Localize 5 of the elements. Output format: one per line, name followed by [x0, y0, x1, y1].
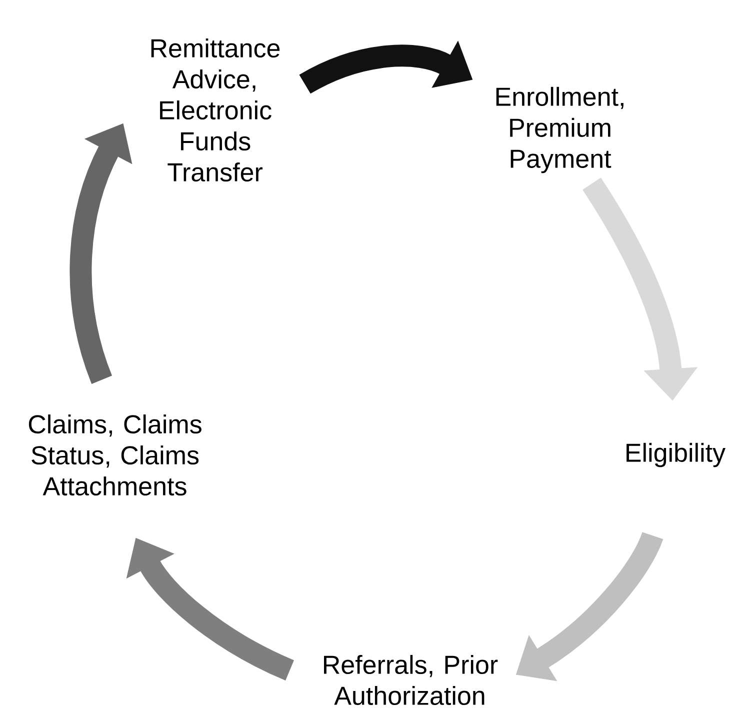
step-label: Eligibility: [626, 442, 726, 468]
step-label: Remittance Advice, Electronic Funds Transfer: [151, 38, 280, 182]
step-label: Referrals, Prior Authorization: [324, 654, 498, 706]
step-label: Claims, Claims Status, Claims Attachments: [28, 414, 202, 496]
step-label: Enrollment, Premium Payment: [496, 86, 624, 174]
